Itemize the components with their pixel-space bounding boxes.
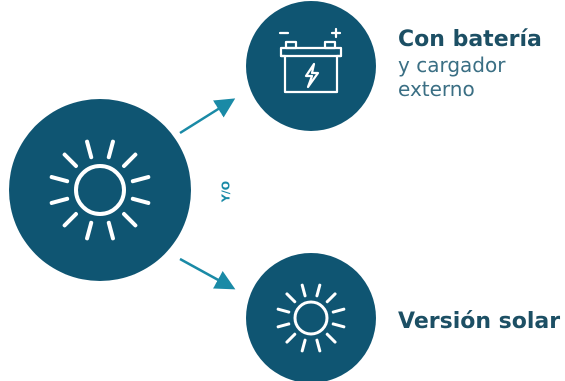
sun-ray (285, 292, 297, 304)
sun-ray (130, 196, 151, 205)
arrow-to-battery (179, 98, 236, 135)
battery-subtitle-line2: externo (398, 77, 475, 101)
battery-subtitle-line1: y cargador (398, 53, 506, 77)
sun-ray (49, 175, 70, 184)
sun-ray (130, 175, 151, 184)
sun-ray (49, 196, 70, 205)
main-sun-node (9, 99, 191, 281)
battery-icon (278, 27, 343, 94)
sun-ray (325, 292, 337, 304)
main-sun-icon (49, 139, 151, 241)
sun-ray (285, 332, 297, 344)
solar-sun-icon (276, 283, 346, 353)
sun-ray (300, 283, 307, 298)
solar-title: Versión solar (398, 309, 561, 334)
sun-ray (122, 212, 138, 228)
battery-node (246, 1, 376, 131)
battery-title: Con batería (398, 27, 542, 52)
sun-ray (85, 220, 94, 241)
sun-ray (62, 152, 78, 168)
sun-ray (85, 139, 94, 160)
sun-ray (331, 307, 346, 314)
sun-core (74, 164, 126, 216)
arrow-to-solar (179, 257, 236, 290)
sun-ray (331, 322, 346, 329)
sun-core (293, 300, 329, 336)
connector-label: Y/O (219, 180, 233, 203)
solar-node (246, 253, 376, 381)
solar-label: Versión solar (398, 309, 560, 335)
sun-ray (315, 338, 322, 353)
sun-ray (106, 139, 115, 160)
sun-ray (315, 283, 322, 298)
sun-ray (276, 322, 291, 329)
sun-ray (62, 212, 78, 228)
battery-label: Con batería y cargador externo (398, 27, 542, 101)
sun-ray (122, 152, 138, 168)
sun-ray (276, 307, 291, 314)
sun-ray (106, 220, 115, 241)
sun-ray (300, 338, 307, 353)
sun-ray (325, 332, 337, 344)
